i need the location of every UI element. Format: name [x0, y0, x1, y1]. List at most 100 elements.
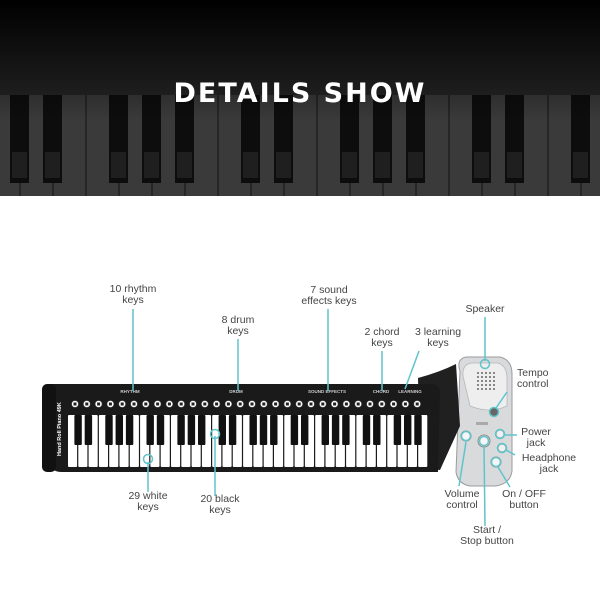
callout-text-line: button [509, 499, 539, 511]
header-banner: DETAILS SHOW [0, 0, 600, 196]
speaker-grille [477, 372, 495, 390]
function-button-icon [309, 402, 313, 406]
speaker-hole [481, 380, 483, 382]
leader-on-off [497, 466, 511, 488]
background-black-key-highlight [573, 152, 588, 178]
black-key [249, 415, 257, 445]
callout-text-line: control [517, 378, 549, 390]
banner-title: DETAILS SHOW [173, 78, 427, 109]
callout-on-off-button: On / OFF button [493, 489, 555, 511]
black-key [414, 415, 422, 445]
function-button-icon [144, 402, 148, 406]
function-button-icon [156, 402, 160, 406]
function-button-icon [250, 402, 254, 406]
callout-black-keys: 20 black keys [190, 494, 250, 516]
piano-keys-background [0, 0, 600, 196]
speaker-hole [493, 376, 495, 378]
callout-text-line: On / OFF [502, 488, 546, 500]
background-black-key-highlight [144, 152, 159, 178]
function-button-icon [274, 402, 278, 406]
background-black-key-highlight [408, 152, 423, 178]
speaker-hole [481, 388, 483, 390]
mat-left-edge [42, 384, 56, 472]
black-key [362, 415, 371, 445]
callout-text-line: control [446, 499, 478, 511]
function-button-icon [297, 402, 301, 406]
speaker-hole [493, 380, 495, 382]
speaker-hole [485, 384, 487, 386]
callout-volume-control: Volume control [432, 489, 492, 511]
callout-text-line: 3 learning [414, 326, 462, 338]
callout-text-line: Speaker [465, 303, 505, 315]
function-button-icon [368, 402, 372, 406]
function-button-icon [344, 402, 348, 406]
control-module [455, 356, 513, 487]
function-button-icon [215, 402, 219, 406]
black-key [259, 415, 268, 445]
callout-text-line: keys [427, 337, 449, 349]
callout-text-line: keys [137, 501, 159, 513]
callout-text-line: Tempo [517, 367, 549, 379]
background-black-key-highlight [177, 152, 192, 178]
leader-volume [458, 441, 467, 487]
function-button-icon [108, 402, 112, 406]
speaker-hole [489, 384, 491, 386]
black-key [393, 415, 402, 445]
black-key [197, 415, 206, 445]
black-key [373, 415, 381, 445]
callout-text-line: 7 sound [310, 284, 348, 296]
callout-power-jack: Power jack [515, 427, 557, 449]
speaker-housing [462, 362, 508, 411]
function-button-icon [262, 402, 266, 406]
function-button-icon [285, 402, 289, 406]
function-button-icon [97, 402, 101, 406]
module-indicator [476, 422, 488, 425]
function-buttons [71, 400, 421, 408]
black-key [146, 415, 154, 445]
black-key [156, 415, 165, 445]
leader-learning [404, 350, 420, 390]
function-button-icon [179, 402, 183, 406]
black-key [290, 415, 299, 445]
callout-drum-keys: 8 drum keys [208, 315, 268, 337]
speaker-hole [485, 376, 487, 378]
callout-text-line: keys [371, 337, 393, 349]
callout-text-line: effects keys [301, 295, 357, 307]
callout-speaker: Speaker [455, 304, 515, 315]
section-label: DRUM [229, 389, 243, 394]
section-label: SOUND EFFECTS [308, 389, 346, 394]
black-key [177, 415, 185, 445]
callout-text-line: 10 rhythm [109, 283, 157, 295]
callout-text-line: jack [526, 437, 546, 449]
black-key [187, 415, 196, 445]
leader-dot-start-stop [478, 435, 490, 447]
black-key [300, 415, 309, 445]
speaker-hole [481, 376, 483, 378]
callout-text-line: Headphone [521, 452, 577, 464]
speaker-hole [489, 372, 491, 374]
callout-tempo-control: Tempo control [517, 368, 549, 390]
background-black-key-highlight [276, 152, 291, 178]
callout-text-line: keys [122, 294, 144, 306]
black-key [321, 415, 330, 445]
background-black-key-highlight [111, 152, 126, 178]
callout-text-line: Stop button [460, 535, 514, 547]
function-button-icon [356, 402, 360, 406]
black-key [74, 415, 82, 445]
callout-headphone-jack: Headphone jack [515, 453, 583, 475]
speaker-hole [493, 384, 495, 386]
function-button-icon [380, 402, 384, 406]
callout-text-line: jack [539, 463, 559, 475]
function-button-icon [392, 402, 396, 406]
speaker-hole [481, 384, 483, 386]
callout-text-line: 2 chord [364, 326, 400, 338]
black-key [84, 415, 93, 445]
function-button-icon [132, 402, 136, 406]
background-black-key-highlight [12, 152, 27, 178]
callout-text-line: Power [521, 426, 551, 438]
callout-text-line: 29 white [128, 490, 168, 502]
function-button-icon [191, 402, 195, 406]
speaker-hole [493, 388, 495, 390]
